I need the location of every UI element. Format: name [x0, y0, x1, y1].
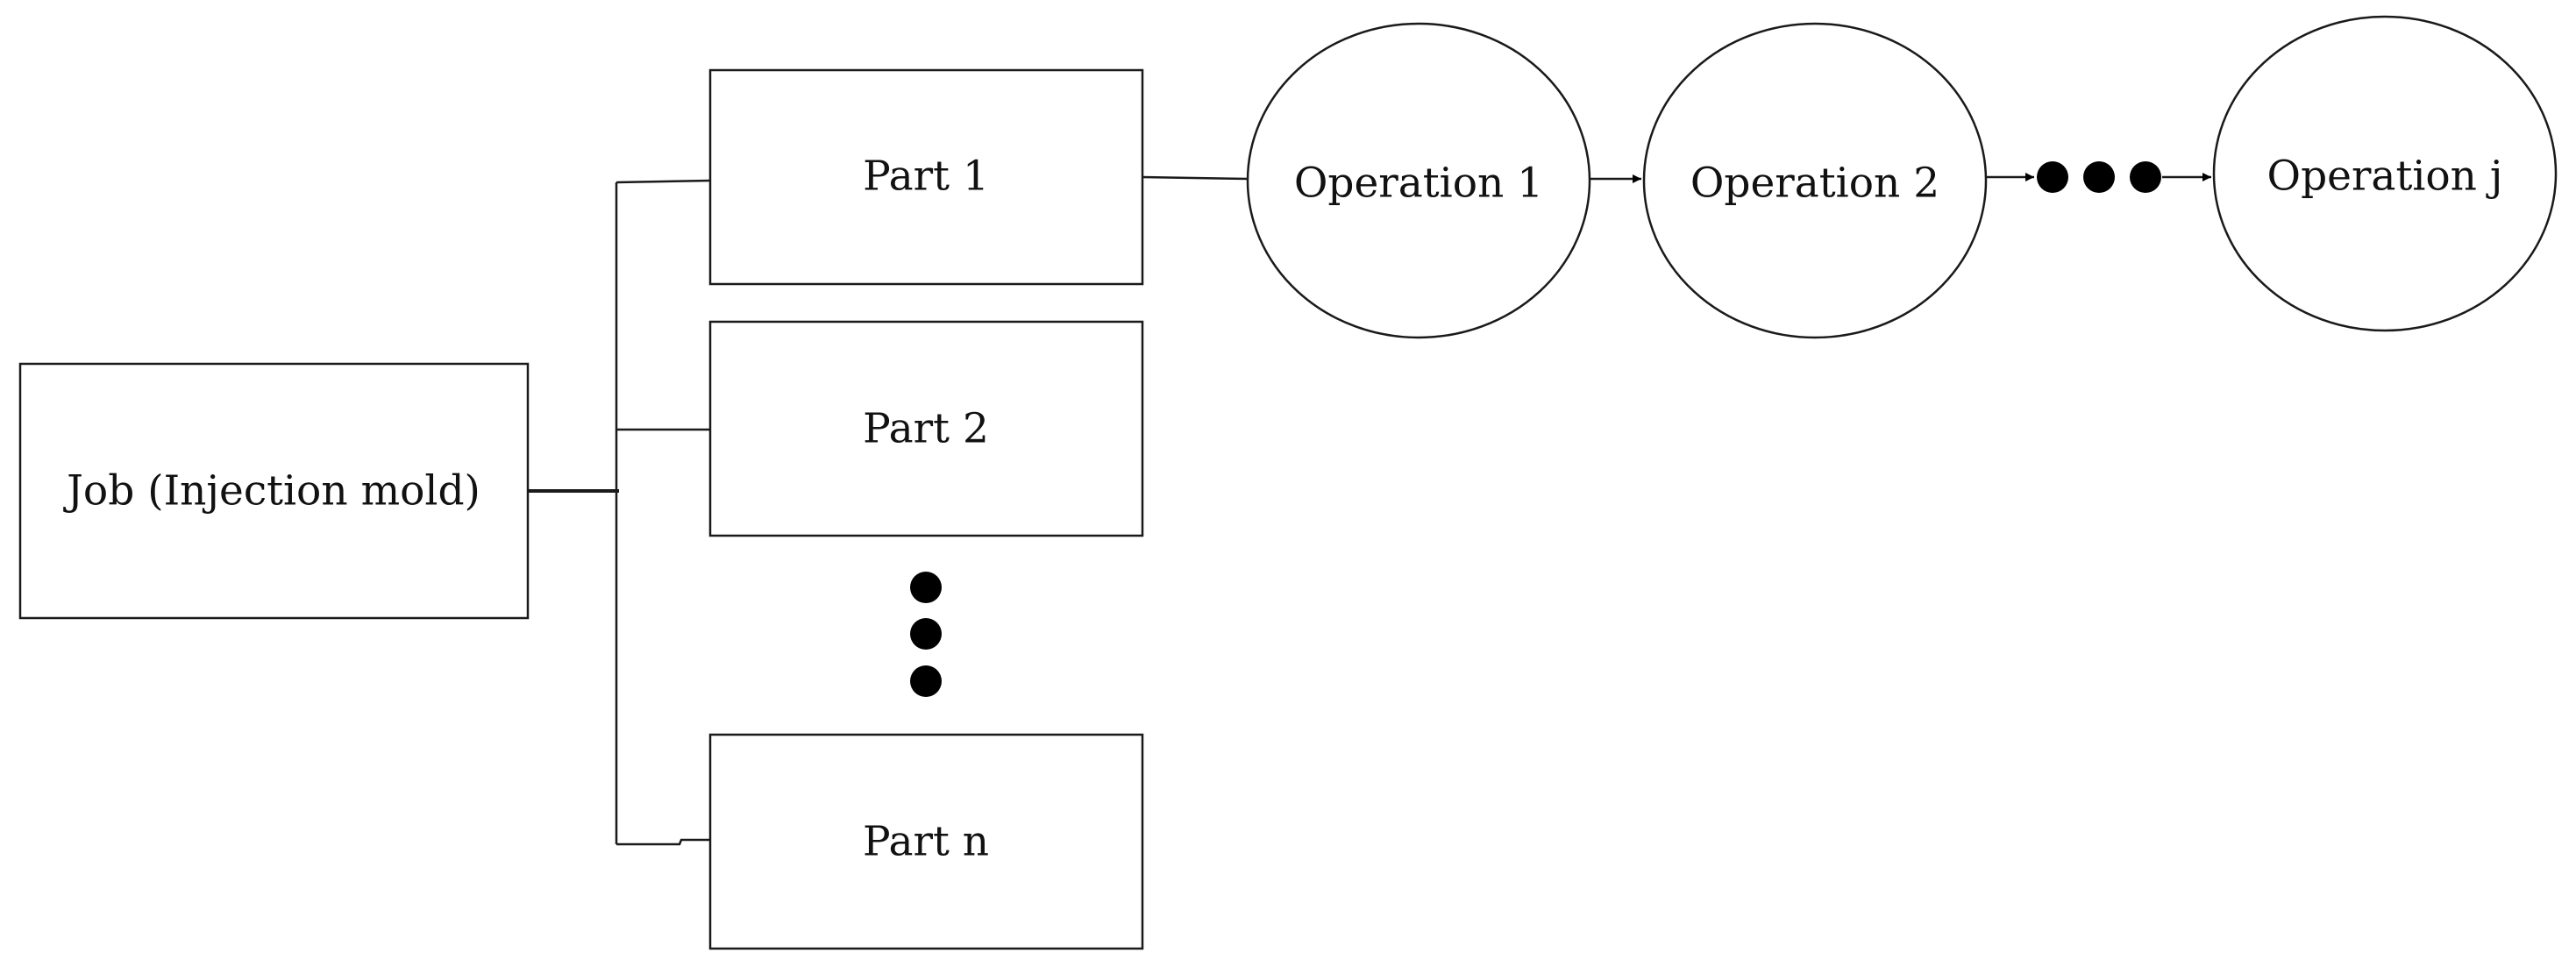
parts-vertical-ellipsis: [910, 572, 942, 697]
connector-to-part-n: [616, 838, 710, 846]
operation-2-label: Operation 2: [1690, 160, 1939, 208]
operation-j-label: Operation j: [2267, 153, 2503, 201]
part-n-box: [708, 733, 1144, 950]
part-node-1: Part 1: [708, 68, 1144, 286]
ellipsis-dot: [2130, 161, 2161, 193]
ellipsis-dot: [910, 665, 942, 697]
operation-flow-connectors: [1142, 173, 2211, 183]
operation-1-label: Operation 1: [1294, 160, 1543, 208]
job-to-parts-connectors: [528, 179, 711, 846]
job-box: [18, 362, 530, 620]
operation-2-ellipse: [1642, 22, 1988, 339]
part-2-box: [708, 320, 1144, 537]
operation-1-ellipse: [1246, 22, 1591, 339]
part-n-label: Part n: [863, 818, 989, 866]
operation-j-ellipse: [2212, 15, 2558, 332]
ellipsis-dot: [2083, 161, 2115, 193]
part-2-label: Part 2: [863, 405, 989, 453]
operation-node-1: Operation 1: [1246, 22, 1591, 339]
part-1-label: Part 1: [863, 153, 989, 201]
operations-horizontal-ellipsis: [2037, 161, 2161, 193]
job-label: Job (Injection mold): [63, 467, 480, 515]
job-node: Job (Injection mold): [18, 362, 530, 620]
connector-to-part-1: [616, 179, 711, 184]
part-1-box: [708, 68, 1144, 286]
ellipsis-dot: [2037, 161, 2068, 193]
part-node-n: Part n: [708, 733, 1144, 950]
ellipsis-dot: [910, 618, 942, 650]
ellipsis-dot: [910, 572, 942, 603]
operation-node-j: Operation j: [2212, 15, 2558, 332]
operation-node-2: Operation 2: [1642, 22, 1988, 339]
part-node-2: Part 2: [708, 320, 1144, 537]
connector-part1-to-operation-1: [1142, 175, 1249, 181]
